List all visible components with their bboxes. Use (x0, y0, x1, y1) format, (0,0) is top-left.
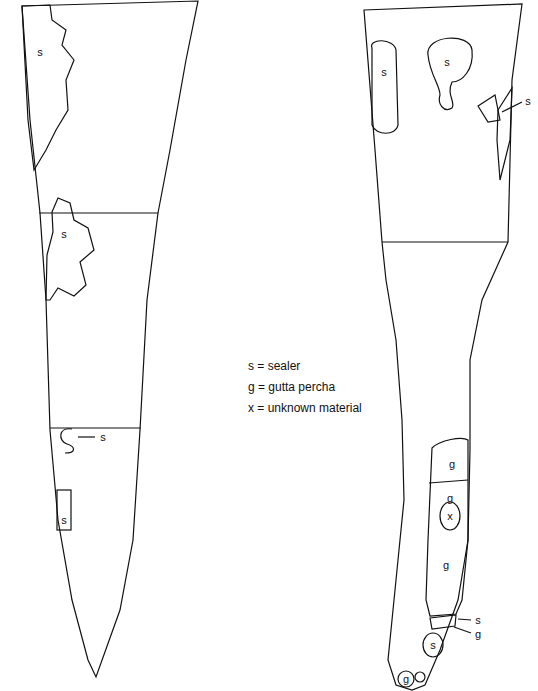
gutta-percha-region (398, 671, 414, 687)
region-label: s (61, 514, 67, 526)
section-line (382, 241, 508, 242)
region-label: s (475, 614, 481, 626)
sealer-region (372, 41, 398, 134)
unknown-material-region (440, 502, 460, 530)
section-line (429, 480, 468, 483)
section-line (50, 427, 141, 428)
legend-entry: s = sealer (248, 356, 362, 377)
sealer-region (22, 5, 74, 170)
region-label: s (430, 639, 436, 651)
region-label: s (37, 46, 43, 58)
sealer-region (57, 490, 71, 530)
root-outline (364, 4, 522, 690)
region-label: g (447, 492, 453, 504)
region-label: g (403, 673, 409, 685)
region-label: g (443, 559, 449, 571)
leader-line (454, 627, 471, 633)
sealer-region (423, 633, 443, 657)
region-label: g (449, 458, 455, 470)
gutta-percha-region (426, 438, 468, 616)
sealer-region (61, 429, 74, 453)
leader-line (458, 619, 471, 620)
sealer-region (428, 38, 472, 109)
legend-entry: x = unknown material (248, 398, 362, 419)
region-label: g (475, 628, 481, 640)
legend: s = sealerg = gutta perchax = unknown ma… (248, 356, 362, 419)
sealer-region (478, 95, 500, 122)
region-label: x (447, 510, 453, 522)
leader-line (502, 102, 522, 112)
region-label: s (381, 66, 387, 78)
region-label: s (525, 95, 531, 107)
legend-entry: g = gutta percha (248, 377, 362, 398)
leader-line (78, 436, 95, 437)
root-outline (22, 1, 198, 677)
region-label: s (61, 228, 67, 240)
region-label: s (444, 56, 450, 68)
gutta-percha-region (415, 672, 425, 682)
sealer-region (497, 88, 512, 180)
sealer-region (430, 615, 456, 629)
region-label: s (100, 431, 106, 443)
section-line (39, 212, 158, 213)
sealer-region (46, 198, 94, 300)
